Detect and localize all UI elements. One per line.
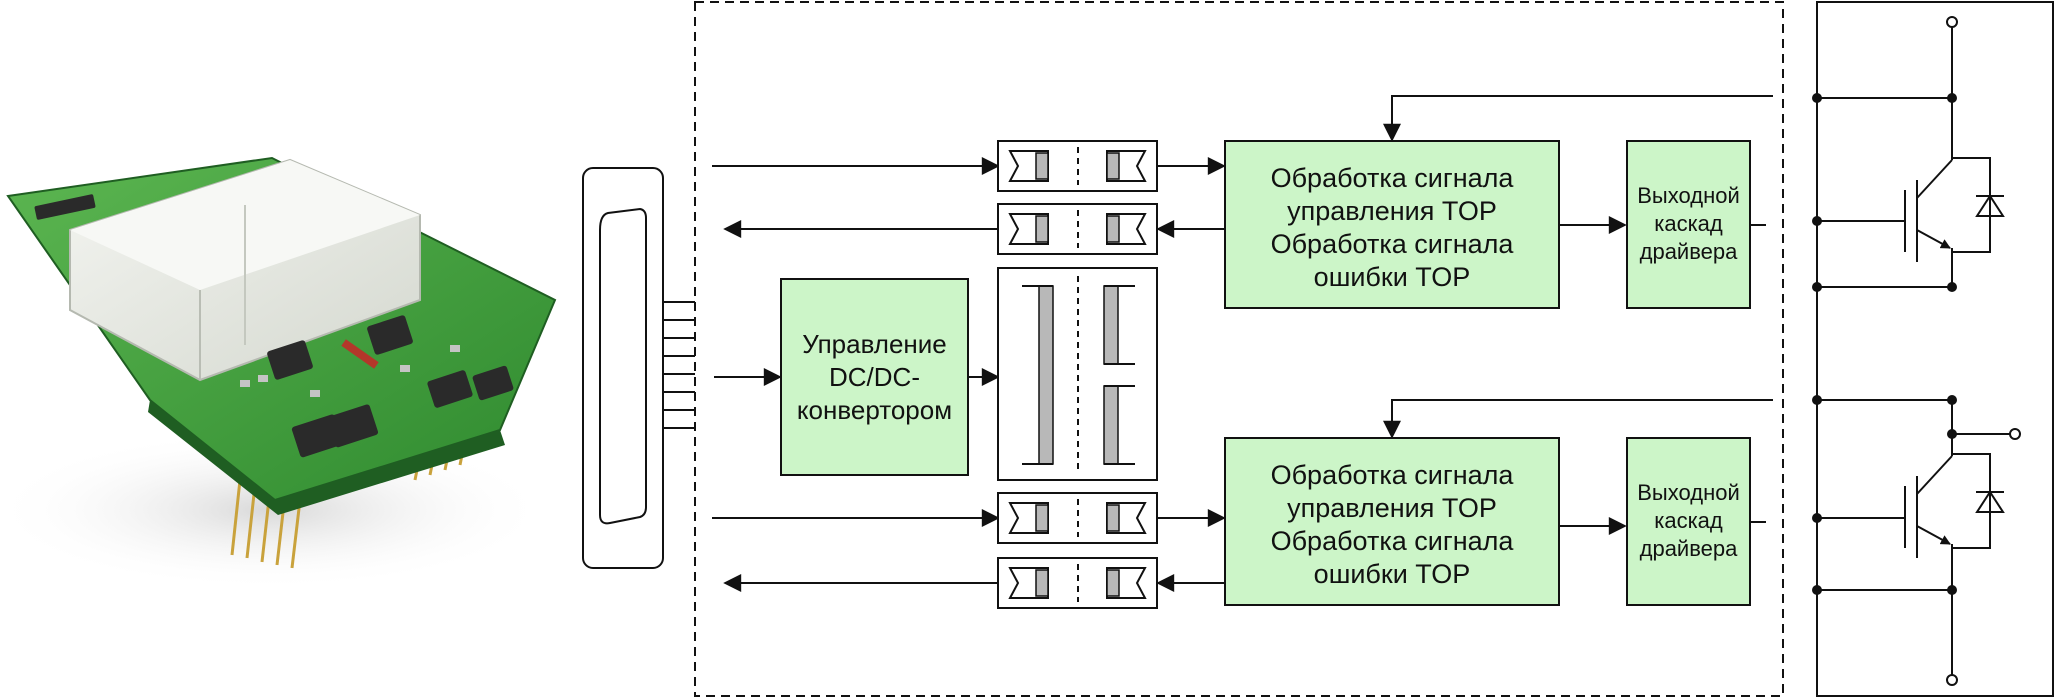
igbt-with-diode-icon: [1817, 98, 2005, 287]
bottom-driver-line-3: драйвера: [1640, 536, 1739, 561]
driver-board-photo: [0, 156, 557, 590]
bottom-signal-line-2: управления TOP: [1287, 493, 1497, 523]
dcdc-block-line-2: DC/DC-: [829, 362, 920, 392]
bottom-signal-line-4: ошибки TOP: [1314, 559, 1471, 589]
bottom-driver-line-1: Выходной: [1637, 480, 1740, 505]
top-signal-block: Обработка сигнала управления TOP Обработ…: [1224, 140, 1560, 309]
top-signal-line-3: Обработка сигнала: [1271, 229, 1515, 259]
top-driver-line-1: Выходной: [1637, 183, 1740, 208]
transformer-icon: [997, 140, 1158, 609]
d-sub-connector-icon: [582, 167, 695, 569]
top-driver-block: Выходной каскад драйвера: [1626, 140, 1751, 309]
top-driver-line-2: каскад: [1654, 211, 1723, 236]
bottom-signal-block: Обработка сигнала управления TOP Обработ…: [1224, 437, 1560, 606]
dcdc-block: Управление DC/DC- конвертором: [780, 278, 969, 476]
bottom-signal-line-1: Обработка сигнала: [1271, 460, 1515, 490]
driver-boundary: [694, 1, 1784, 697]
signal-lines: [712, 95, 1773, 592]
top-signal-line-1: Обработка сигнала: [1271, 163, 1515, 193]
bottom-signal-line-3: Обработка сигнала: [1271, 526, 1515, 556]
power-stage: [1816, 1, 2054, 697]
igbt-with-diode-icon: [1817, 400, 2005, 590]
junction-dots: [1812, 93, 1957, 595]
top-signal-line-2: управления TOP: [1287, 196, 1497, 226]
dcdc-block-line-3: конвертором: [797, 395, 952, 425]
bottom-driver-line-2: каскад: [1654, 508, 1723, 533]
dcdc-block-line-1: Управление: [802, 329, 947, 359]
bottom-driver-block: Выходной каскад драйвера: [1626, 437, 1751, 606]
top-driver-line-3: драйвера: [1640, 239, 1739, 264]
top-signal-line-4: ошибки TOP: [1314, 262, 1471, 292]
